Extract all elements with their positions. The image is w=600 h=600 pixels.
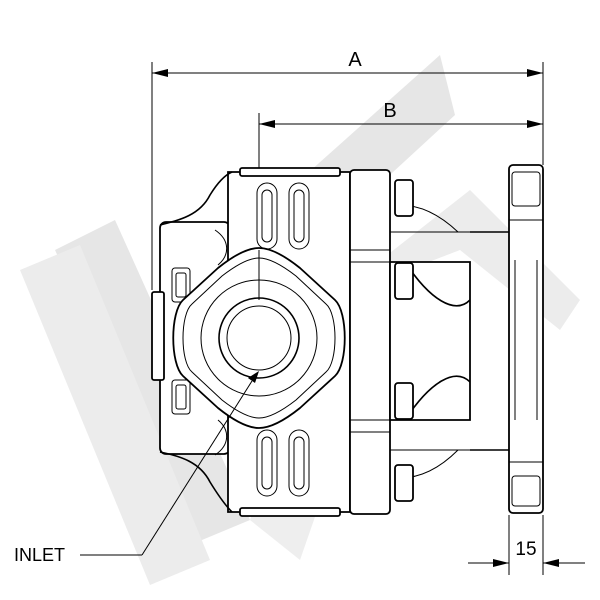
dimension-a: A	[151, 49, 544, 290]
slot-details	[171, 182, 310, 497]
outlet-flange	[508, 164, 544, 514]
dimension-b-label: B	[383, 100, 396, 122]
inlet-callout: INLET	[14, 371, 259, 565]
inlet-flange	[172, 247, 346, 429]
dimension-a-label: A	[348, 49, 362, 71]
dimension-15: 15	[468, 515, 585, 575]
dimension-15-label: 15	[515, 539, 536, 560]
inlet-label: INLET	[14, 545, 65, 565]
coupling-section	[389, 179, 511, 502]
